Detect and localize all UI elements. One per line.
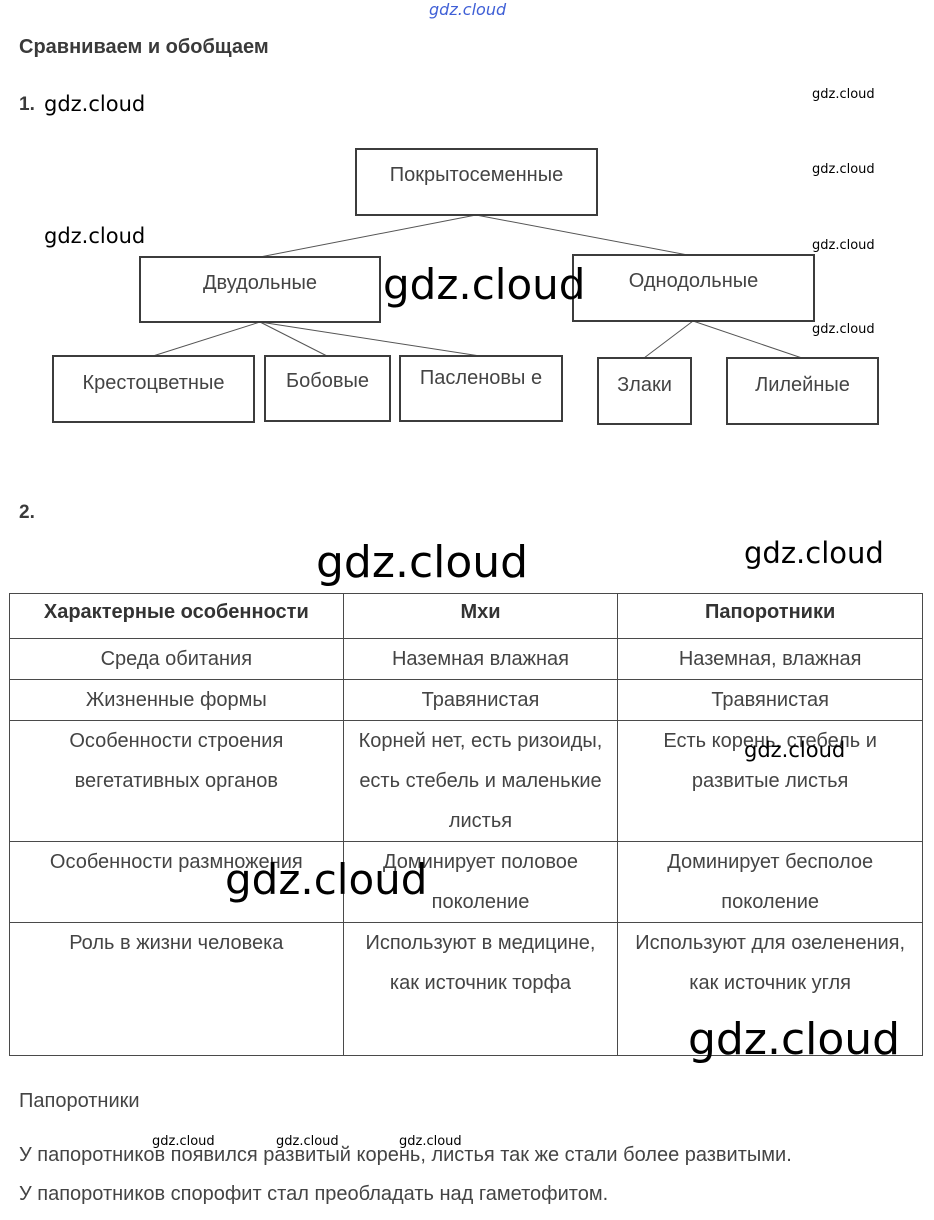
comparison-table: Характерные особенности Мхи Папоротники … [9,593,923,1056]
connector-right-child2 [692,320,803,359]
table-header-row: Характерные особенности Мхи Папоротники [9,593,923,639]
watermark: gdz.cloud [688,1014,901,1065]
watermark: gdz.cloud [812,322,875,337]
table-cell: Используют для озеленения, как источник … [617,922,923,1056]
connector-right-child1 [643,320,694,359]
tree-node-liliaceae: Лилейные [726,357,879,425]
connector-left-child1 [152,321,261,357]
task-2-number: 2. [19,502,35,523]
watermark: gdz.cloud [316,537,529,588]
conclusion-title: Папоротники [19,1090,140,1112]
table-row: Роль в жизни человека Используют в медиц… [9,922,923,1056]
watermark: gdz.cloud [383,260,586,309]
table-row: Среда обитания Наземная влажная Наземная… [9,638,923,680]
table-cell: Доминирует бесполое поколение [617,841,923,923]
watermark: gdz.cloud [152,1134,215,1149]
connector-root-right [475,214,694,257]
table-header-cell: Характерные особенности [9,593,344,639]
tree-node-monocots: Однодольные [572,254,815,322]
table-cell: Травянистая [342,679,619,721]
section-heading: Сравниваем и обобщаем [19,36,269,58]
tree-node-legumes: Бобовые [264,355,391,422]
watermark: gdz.cloud [812,238,875,253]
table-cell: Корней нет, есть ризоиды, есть стебель и… [342,720,619,842]
watermark-top: gdz.cloud [429,0,507,19]
tree-node-solanaceae: Пасленовы е [399,355,563,422]
watermark: gdz.cloud [276,1134,339,1149]
table-cell: Особенности строения вегетативных органо… [9,720,344,842]
table-cell: Роль в жизни человека [9,922,344,1056]
table-cell: Среда обитания [9,638,344,680]
table-cell: Травянистая [617,679,923,721]
connector-left-child3 [259,321,481,357]
table-cell: Доминирует половое поколение [342,841,619,923]
table-cell: Жизненные формы [9,679,344,721]
tree-connectors [152,214,803,359]
watermark: gdz.cloud [44,224,146,248]
tree-node-root: Покрытосеменные [355,148,598,216]
tree-node-cereals: Злаки [597,357,692,425]
table-cell: Используют в медицине, как источник торф… [342,922,619,1056]
table-cell: Наземная влажная [342,638,619,680]
connector-left-child2 [259,321,328,357]
table-cell: Особенности размножения [9,841,344,923]
watermark: gdz.cloud [744,536,884,570]
tree-node-cruciferae: Крестоцветные [52,355,255,423]
table-row: Особенности размножения Доминирует полов… [9,841,923,923]
table-cell: Есть корень, стебель и развитые листья [617,720,923,842]
task-1-number: 1. [19,94,35,115]
watermark: gdz.cloud [44,92,146,116]
connector-root-left [259,214,477,258]
table-header-cell: Мхи [342,593,619,639]
watermark: gdz.cloud [812,87,875,102]
table-row: Особенности строения вегетативных органо… [9,720,923,842]
conclusion-line-1: У папоротников появился развитый корень,… [19,1144,792,1166]
table-cell: Наземная, влажная [617,638,923,680]
watermark: gdz.cloud [744,738,846,762]
watermark: gdz.cloud [225,855,428,904]
watermark: gdz.cloud [399,1134,462,1149]
table-header-cell: Папоротники [617,593,923,639]
watermark: gdz.cloud [812,162,875,177]
table-row: Жизненные формы Травянистая Травянистая [9,679,923,721]
conclusion-line-2: У папоротников спорофит стал преобладать… [19,1183,609,1205]
tree-node-dicots: Двудольные [139,256,381,323]
